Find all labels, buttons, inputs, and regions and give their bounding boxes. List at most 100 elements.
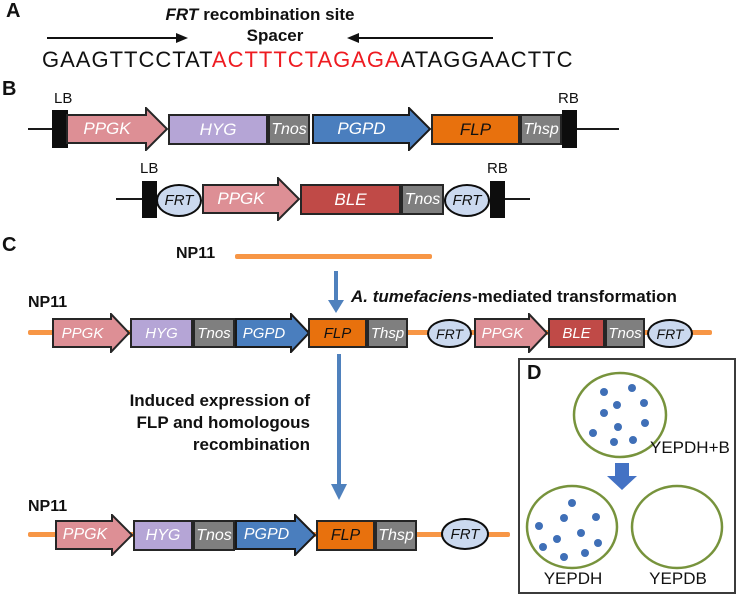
gene-arrow-ppgk: PPGK (52, 313, 130, 353)
plate-label-yepdh-b: YEPDH+B (650, 438, 730, 457)
gene-label-ppgk: PPGK (217, 189, 265, 208)
seq-spacer: ACTTTCTAGAGA (211, 47, 401, 72)
transformation-arrow (328, 271, 344, 313)
right-border-label: RB (558, 90, 579, 107)
right-border-box (490, 181, 505, 218)
gene-box-tnos: Tnos (605, 318, 645, 348)
strain-label-np11: NP11 (176, 245, 216, 262)
gene-label-ppgk: PPGK (61, 324, 104, 342)
plate-circle-bottom-left (525, 484, 619, 570)
left-border-label: LB (140, 160, 159, 177)
strain-label-np11: NP11 (28, 294, 68, 311)
gene-arrow-ppgk: PPGK (202, 177, 300, 221)
frt-site-title-gene: FRT (165, 5, 199, 24)
colony-dot (581, 549, 589, 557)
colony-dot (568, 499, 576, 507)
plate-panel-box (518, 358, 736, 594)
gene-label-pgpd: PGPD (337, 119, 386, 138)
right-repeat-arrow (347, 33, 493, 43)
gene-label-ppgk: PPGK (481, 324, 524, 342)
plate-circle-bottom-right (630, 484, 724, 570)
gene-box-ble: BLE (300, 184, 401, 215)
transformation-step-label: A. tumefaciens-mediated transformation (351, 287, 677, 307)
colony-dot (629, 436, 637, 444)
gene-arrow-pgpd: PGPD (235, 514, 316, 556)
plates-graphic (525, 371, 724, 570)
colony-dot (640, 399, 648, 407)
gene-label-pgpd: PGPD (242, 324, 286, 342)
gene-box-hyg: HYG (130, 318, 193, 348)
spacer-label: Spacer (246, 26, 304, 45)
colony-dot (641, 419, 649, 427)
transformation-step-italic: A. tumefaciens (351, 287, 472, 306)
colony-dot (592, 513, 600, 521)
gene-box-thsp: Thsp (375, 520, 417, 551)
colony-dot (553, 535, 561, 543)
plate-label-yepdb: YEPDB (649, 569, 707, 588)
backbone-line (577, 128, 619, 130)
induced-line-3: recombination (192, 435, 310, 454)
colony-dot (614, 423, 622, 431)
gene-label-ppgk: PPGK (62, 526, 108, 543)
left-repeat-arrow (47, 33, 188, 43)
backbone-line (116, 198, 144, 200)
frt-ellipse: FRT (156, 184, 202, 217)
gene-box-tnos: Tnos (401, 184, 444, 215)
replica-plating-arrow (607, 463, 637, 490)
colony-dot (594, 539, 602, 547)
panel-a-label: A (6, 0, 21, 22)
gene-box-ble: BLE (548, 318, 605, 348)
gene-arrow-pgpd: PGPD (312, 107, 431, 151)
gene-arrow-ppgk: PPGK (474, 313, 548, 353)
frt-ellipse: FRT (441, 518, 489, 550)
colony-dot (560, 553, 568, 561)
left-border-box (142, 181, 157, 218)
left-border-label: LB (54, 90, 73, 107)
gene-box-tnos: Tnos (193, 520, 235, 551)
gene-box-flp: FLP (316, 520, 375, 551)
colony-dot (600, 409, 608, 417)
gene-box-hyg: HYG (133, 520, 193, 551)
gene-arrow-ppgk: PPGK (55, 514, 133, 556)
panel-b-label: B (2, 78, 17, 100)
frt-site-title-rest: recombination site (203, 5, 355, 24)
gene-label-ppgk: PPGK (83, 119, 131, 138)
backbone-line (505, 198, 530, 200)
frt-ellipse: FRT (647, 319, 693, 348)
gene-arrow-ppgk: PPGK (66, 107, 168, 151)
right-border-label: RB (487, 160, 508, 177)
gene-box-flp: FLP (308, 318, 367, 348)
backbone-line (28, 128, 54, 130)
recombination-arrow (331, 354, 347, 500)
panel-c-label: C (2, 234, 17, 256)
right-border-box (562, 110, 577, 148)
colony-dot (610, 438, 618, 446)
gene-box-flp: FLP (431, 114, 520, 145)
colony-dot (600, 388, 608, 396)
left-border-box (52, 110, 68, 148)
seq-left-arm: GAAGTTCCTAT (42, 47, 212, 72)
transformation-step-rest: -mediated transformation (471, 287, 677, 306)
dna-sequence: GAAGTTCCTATACTTTCTAGAGAATAGGAACTTC (42, 47, 573, 73)
frt-ellipse: FRT (427, 319, 472, 348)
frt-ellipse: FRT (444, 184, 490, 217)
induced-line-2: FLP and homologous (136, 413, 310, 432)
gene-box-thsp: Thsp (367, 318, 408, 348)
gene-box-tnos: Tnos (193, 318, 235, 348)
colony-dot (539, 543, 547, 551)
gene-label-pgpd: PGPD (243, 526, 290, 543)
colony-dots-bottom-left (535, 499, 602, 561)
seq-right-arm: ATAGGAACTTC (400, 47, 574, 72)
strain-label-np11: NP11 (28, 498, 68, 515)
gene-arrow-pgpd: PGPD (235, 313, 310, 353)
plate-circle-top (572, 371, 668, 459)
panel-d-label: D (527, 362, 542, 384)
induced-expression-label: Induced expression of FLP and homologous… (78, 390, 310, 456)
colony-dot (535, 522, 543, 530)
gene-box-tnos: Tnos (268, 114, 310, 145)
gene-box-thsp: Thsp (520, 114, 562, 145)
gene-box-hyg: HYG (168, 114, 268, 145)
colony-dots-top (589, 384, 649, 446)
